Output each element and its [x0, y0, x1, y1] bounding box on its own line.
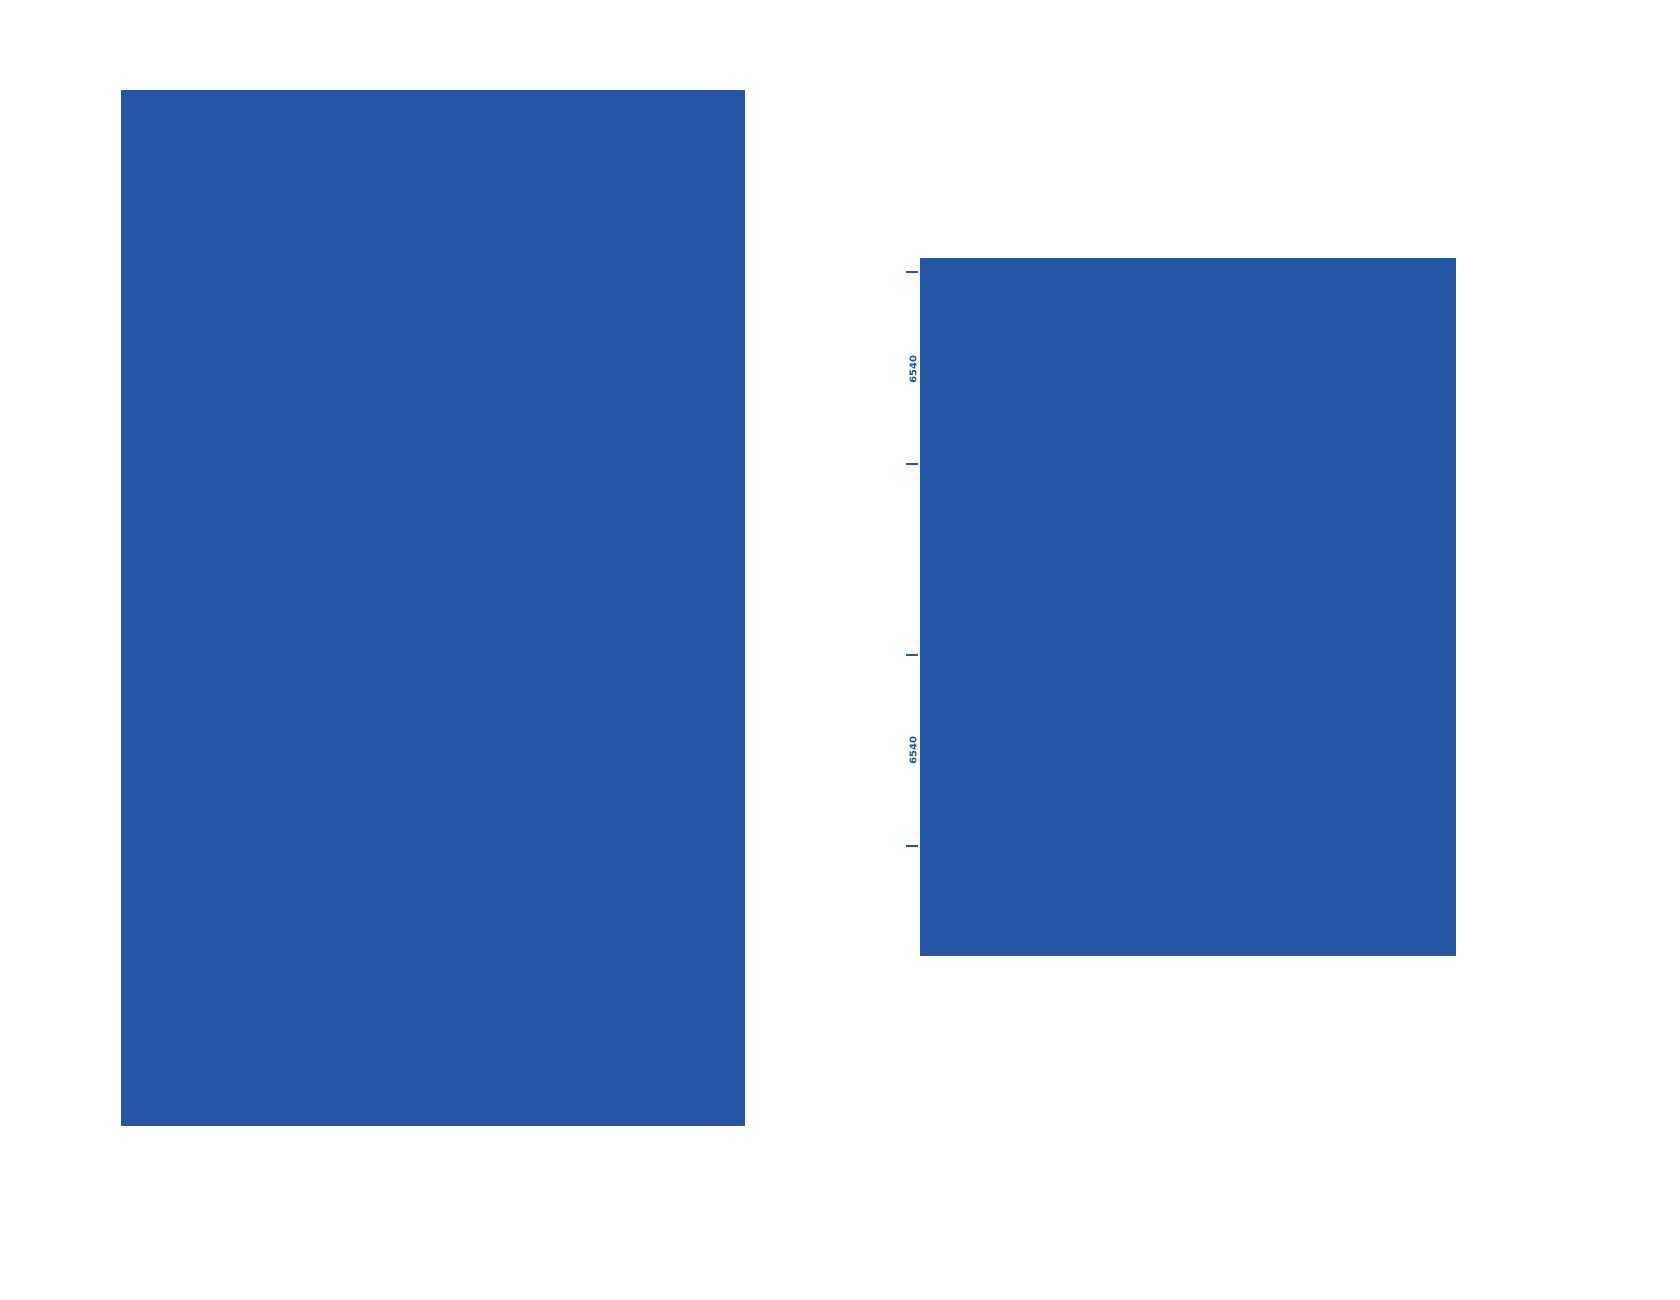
y-axis-tick-label-lower: 6540: [908, 736, 920, 764]
y-axis-tick-label-upper: 6540: [908, 355, 920, 383]
left-blue-block: [121, 90, 745, 1126]
y-axis-tick-1: [906, 271, 918, 273]
y-axis-tick-4: [906, 845, 918, 847]
right-blue-block: [920, 258, 1456, 956]
y-axis-tick-3: [906, 654, 918, 656]
y-axis-tick-2: [906, 463, 918, 465]
